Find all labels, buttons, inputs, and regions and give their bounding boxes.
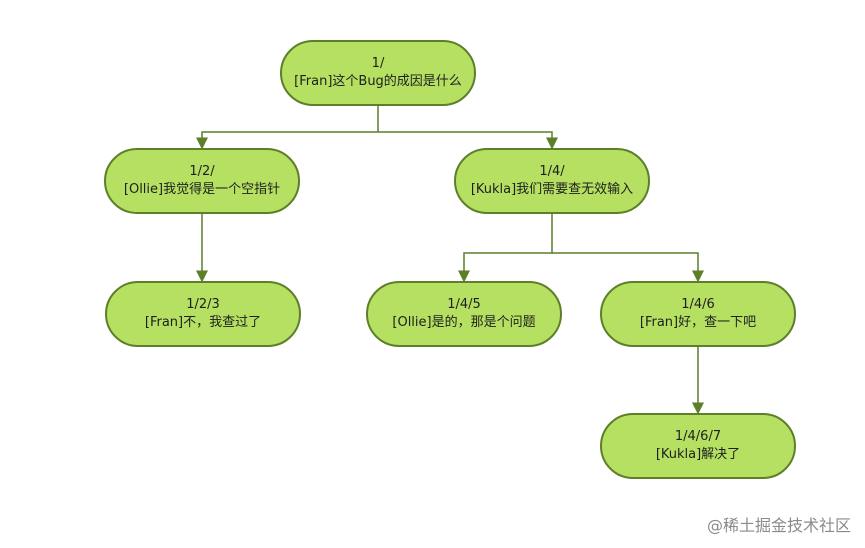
node-text: [Ollie]我觉得是一个空指针 xyxy=(123,182,281,197)
node-1-4-5: 1/4/5 [Ollie]是的，那是个问题 xyxy=(366,281,562,347)
node-id: 1/4/5 xyxy=(447,297,481,312)
node-text: [Ollie]是的，那是个问题 xyxy=(392,315,536,330)
edge-1-4-to-1-4-5 xyxy=(458,214,553,283)
node-1-2-3: 1/2/3 [Fran]不，我查过了 xyxy=(105,281,301,347)
node-text: [Fran]不，我查过了 xyxy=(144,315,262,330)
node-id: 1/2/ xyxy=(189,164,215,179)
node-1-2: 1/2/ [Ollie]我觉得是一个空指针 xyxy=(104,148,300,214)
node-text: [Kukla]解决了 xyxy=(655,447,741,462)
node-root: 1/ [Fran]这个Bug的成因是什么 xyxy=(280,40,476,106)
node-text: [Kukla]我们需要查无效输入 xyxy=(470,182,634,197)
node-1-4-6-7: 1/4/6/7 [Kukla]解决了 xyxy=(600,413,796,479)
node-id: 1/4/6/7 xyxy=(674,429,722,444)
node-1-4-6: 1/4/6 [Fran]好，查一下吧 xyxy=(600,281,796,347)
node-text: [Fran]这个Bug的成因是什么 xyxy=(294,74,462,89)
edge-root-to-1-4 xyxy=(378,131,558,150)
node-id: 1/ xyxy=(371,56,385,71)
node-1-4: 1/4/ [Kukla]我们需要查无效输入 xyxy=(454,148,650,214)
edge-root-to-branches xyxy=(196,106,379,150)
edge-1-4-to-1-4-6 xyxy=(552,252,704,283)
watermark-text: @稀土掘金技术社区 xyxy=(706,516,851,535)
node-id: 1/2/3 xyxy=(186,297,220,312)
node-id: 1/4/ xyxy=(539,164,565,179)
node-text: [Fran]好，查一下吧 xyxy=(639,315,757,330)
node-id: 1/4/6 xyxy=(681,297,715,312)
